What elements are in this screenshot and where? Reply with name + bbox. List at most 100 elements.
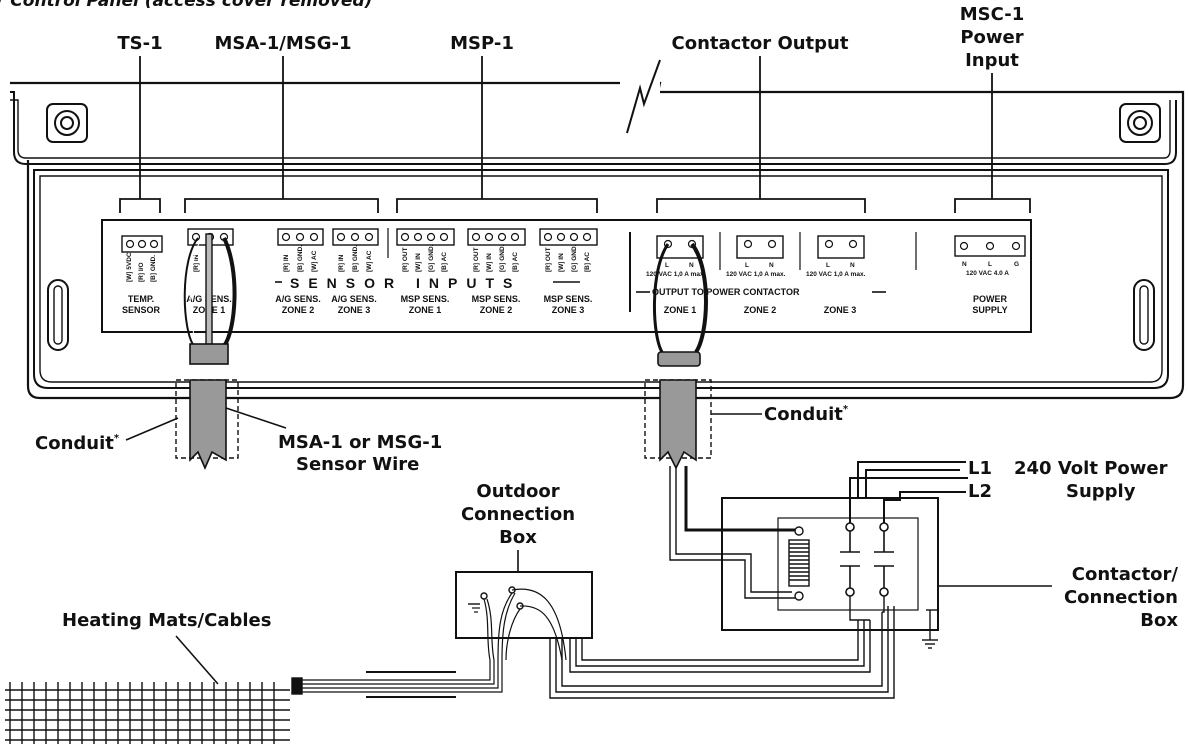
outdoor-connection-box xyxy=(455,571,593,661)
outdoor-box-label-1: Outdoor xyxy=(476,481,559,502)
outdoor-box-label-2: Connection xyxy=(461,504,575,525)
zone-labels: TEMP. SENSOR A/G SENS. ZONE 1 A/G SENS. … xyxy=(122,294,1008,315)
contactor-box-label-3: Box xyxy=(1140,610,1178,631)
svg-text:L: L xyxy=(745,262,749,269)
svg-text:[R] OUT: [R] OUT xyxy=(473,247,480,272)
svg-text:[W] AC: [W] AC xyxy=(366,250,373,272)
supply-label-2: Supply xyxy=(1066,481,1136,502)
svg-text:ZONE 2: ZONE 2 xyxy=(744,305,777,315)
svg-text:MSP SENS.: MSP SENS. xyxy=(401,294,450,304)
mat-lead-wires xyxy=(300,660,503,698)
svg-text:[W] IN: [W] IN xyxy=(415,253,422,272)
supply-label-1: 240 Volt Power xyxy=(1014,458,1168,479)
heating-mats-leader xyxy=(175,635,219,685)
svg-text:120 VAC 1,0 A max.: 120 VAC 1,0 A max. xyxy=(806,271,866,278)
svg-text:N: N xyxy=(769,262,774,269)
svg-text:A/G SENS.: A/G SENS. xyxy=(331,294,377,304)
svg-text:[R] IN: [R] IN xyxy=(338,254,345,272)
svg-text:ZONE 1: ZONE 1 xyxy=(409,305,442,315)
break-mark xyxy=(620,59,661,135)
svg-text:G: G xyxy=(1014,261,1019,268)
svg-text:N: N xyxy=(689,262,694,269)
sensor-wire-label-2: Sensor Wire xyxy=(296,454,419,475)
svg-text:ZONE 2: ZONE 2 xyxy=(282,305,315,315)
svg-text:[R] IN: [R] IN xyxy=(283,254,290,272)
svg-text:L: L xyxy=(665,262,669,269)
header-title: r Control Panel (access cover removed) xyxy=(0,0,372,11)
contactor-wire xyxy=(652,242,708,367)
svg-text:[B] AC: [B] AC xyxy=(441,252,448,272)
svg-text:POWER: POWER xyxy=(973,294,1008,304)
svg-text:[B] GND.: [B] GND. xyxy=(297,245,304,272)
l1-label: L1 xyxy=(968,458,992,479)
sensor-wire xyxy=(183,233,237,365)
svg-text:[G] GND.: [G] GND. xyxy=(571,244,578,272)
svg-text:[G] GND.: [G] GND. xyxy=(428,244,435,272)
svg-text:MSP SENS.: MSP SENS. xyxy=(472,294,521,304)
callout-msc-line1: MSC-1 xyxy=(960,4,1025,25)
svg-text:TEMP.: TEMP. xyxy=(128,294,154,304)
coil-wires xyxy=(669,466,795,599)
svg-text:N: N xyxy=(962,261,967,268)
svg-text:L: L xyxy=(826,262,830,269)
svg-text:[B] GND.: [B] GND. xyxy=(150,255,157,282)
power-supply-lines xyxy=(849,461,968,523)
callout-brackets xyxy=(119,198,1031,213)
svg-text:[W] 5VDC: [W] 5VDC xyxy=(126,252,133,282)
svg-text:A/G SENS.: A/G SENS. xyxy=(275,294,321,304)
svg-text:ZONE 3: ZONE 3 xyxy=(338,305,371,315)
callout-ts1: TS-1 xyxy=(117,33,162,54)
contactor-box xyxy=(721,497,939,649)
svg-text:[R] I/O: [R] I/O xyxy=(138,263,145,283)
sensor-wire-leader xyxy=(225,407,287,429)
contactor-box-label-2: Connection xyxy=(1064,587,1178,608)
callout-msp: MSP-1 xyxy=(450,33,514,54)
sensor-wire-label-1: MSA-1 or MSG-1 xyxy=(278,432,442,453)
output-labels: L N L N L N 120 VAC 1,0 A max. 120 VAC 1… xyxy=(646,261,1019,278)
svg-text:ZONE 1: ZONE 1 xyxy=(664,305,697,315)
svg-text:SUPPLY: SUPPLY xyxy=(972,305,1007,315)
svg-text:[R] IN: [R] IN xyxy=(193,254,200,272)
callout-msc-line2: Power xyxy=(960,27,1023,48)
sensor-inputs-label: SENSOR INPUTS xyxy=(290,275,521,291)
svg-text:[R] OUT: [R] OUT xyxy=(545,247,552,272)
l2-label: L2 xyxy=(968,481,992,502)
conduit-left xyxy=(175,379,239,470)
panel-housing xyxy=(10,81,1185,400)
terminal-labels: [W] 5VDC [R] I/O [B] GND. [R] IN [B] GND… xyxy=(126,244,591,282)
svg-text:[B] GND.: [B] GND. xyxy=(352,245,359,272)
callout-leaders xyxy=(139,56,993,199)
svg-text:ZONE 3: ZONE 3 xyxy=(824,305,857,315)
svg-text:[R] OUT: [R] OUT xyxy=(402,247,409,272)
svg-text:SENSOR: SENSOR xyxy=(122,305,161,315)
svg-text:[W] AC: [W] AC xyxy=(311,250,318,272)
svg-text:120 VAC 1,0 A max.: 120 VAC 1,0 A max. xyxy=(726,271,786,278)
conduit-right-label: Conduit* xyxy=(764,404,849,425)
output-to-contactor-label: OUTPUT TO POWER CONTACTOR xyxy=(652,287,800,297)
outdoor-box-label-3: Box xyxy=(499,527,537,548)
svg-text:MSP SENS.: MSP SENS. xyxy=(544,294,593,304)
heating-mat xyxy=(5,677,303,744)
svg-text:120 VAC 4.0 A: 120 VAC 4.0 A xyxy=(966,270,1009,277)
callout-msc-line3: Input xyxy=(965,50,1019,71)
svg-text:[W] IN: [W] IN xyxy=(558,253,565,272)
svg-text:[G] GND.: [G] GND. xyxy=(499,244,506,272)
heating-mats-label: Heating Mats/Cables xyxy=(62,610,271,631)
board-dividers xyxy=(275,228,917,312)
svg-text:[B] AC: [B] AC xyxy=(512,252,519,272)
svg-text:L: L xyxy=(988,261,992,268)
svg-text:[B] AC: [B] AC xyxy=(584,252,591,272)
conduit-left-leader xyxy=(125,417,179,441)
svg-text:[W] IN: [W] IN xyxy=(486,253,493,272)
svg-text:ZONE 3: ZONE 3 xyxy=(552,305,585,315)
svg-text:ZONE 2: ZONE 2 xyxy=(480,305,513,315)
conduit-right xyxy=(644,379,712,470)
callout-contactor-output: Contactor Output xyxy=(672,33,849,54)
box-interconnect xyxy=(549,596,895,699)
mounting-screws xyxy=(46,103,1161,351)
svg-text:N: N xyxy=(850,262,855,269)
contactor-box-label-1: Contactor/ xyxy=(1072,564,1179,585)
callout-msa-msg: MSA-1/MSG-1 xyxy=(214,33,351,54)
conduit-left-label: Conduit* xyxy=(35,433,120,454)
